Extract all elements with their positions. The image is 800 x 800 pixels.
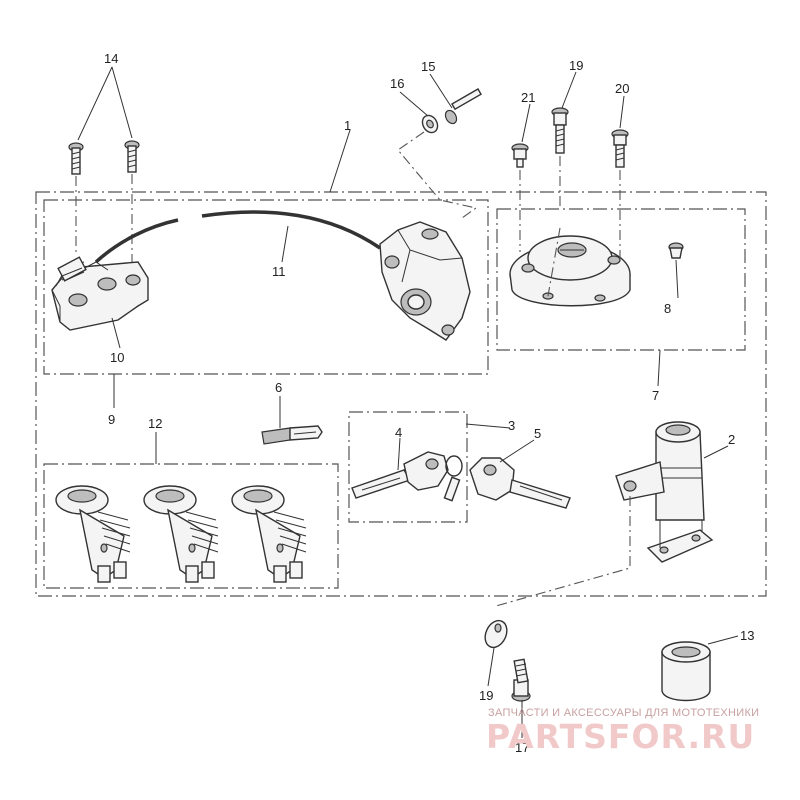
lock-barrel-12-a xyxy=(55,485,131,583)
assembly-frames xyxy=(35,191,767,597)
key-blank-6 xyxy=(261,425,323,445)
bushing-13 xyxy=(661,641,711,702)
callout-16: 16 xyxy=(390,76,404,91)
lock-barrels-frame xyxy=(43,463,339,589)
callout-2: 2 xyxy=(728,432,735,447)
bolt-17 xyxy=(511,658,531,702)
fuel-cap-subassembly-frame xyxy=(496,208,746,351)
screw-14-right xyxy=(124,140,140,173)
lock-barrel-12-b xyxy=(143,485,219,583)
callout-13: 13 xyxy=(740,628,754,643)
callout-11: 11 xyxy=(272,264,286,279)
washer-16 xyxy=(421,114,439,134)
screw-21 xyxy=(511,143,529,168)
screw-8 xyxy=(668,242,684,259)
key-5 xyxy=(469,457,571,509)
callout-7: 7 xyxy=(652,388,659,403)
callout-6: 6 xyxy=(275,380,282,395)
watermark-logo: PARTSFOR.RU xyxy=(486,717,755,756)
screw-14-left xyxy=(68,142,84,175)
callout-14: 14 xyxy=(104,51,118,66)
steering-lock-2 xyxy=(615,421,714,563)
cable-11-segment-b xyxy=(201,210,381,250)
callout-15: 15 xyxy=(421,59,435,74)
callout-10: 10 xyxy=(110,350,124,365)
callout-5: 5 xyxy=(534,426,541,441)
watermark-tagline: ЗАПЧАСТИ И АКСЕССУАРЫ ДЛЯ МОТОТЕХНИКИ xyxy=(488,707,759,719)
callout-20: 20 xyxy=(615,81,629,96)
callout-19-bottom: 19 xyxy=(479,688,493,703)
cable-11-segment-a xyxy=(94,218,179,264)
washer-19-bottom xyxy=(484,619,508,649)
watermark: ЗАПЧАСТИ И АКСЕССУАРЫ ДЛЯ МОТОТЕХНИКИ PA… xyxy=(486,707,759,756)
screw-19-top xyxy=(551,107,569,154)
callout-4: 4 xyxy=(395,425,402,440)
callout-17: 17 xyxy=(515,740,529,755)
main-assembly-frame xyxy=(35,191,767,597)
callout-3: 3 xyxy=(508,418,515,433)
screw-20 xyxy=(611,129,629,168)
fuel-lock-housing xyxy=(379,221,471,341)
callout-9: 9 xyxy=(108,412,115,427)
callout-19-top: 19 xyxy=(569,58,583,73)
fuel-cap-install-lines xyxy=(519,156,621,297)
callout-21: 21 xyxy=(521,90,535,105)
leader-lines xyxy=(77,66,739,738)
bolt-15 xyxy=(444,88,482,125)
switch-subassembly-frame xyxy=(43,199,489,375)
ignition-switch-10 xyxy=(51,256,149,331)
key-4 xyxy=(351,451,449,499)
callout-labels: 14 1 15 16 19 21 20 8 7 11 10 9 6 12 3 4… xyxy=(104,51,754,755)
fuel-cap-7 xyxy=(509,235,631,307)
callout-1: 1 xyxy=(344,118,351,133)
lock-barrel-12-c xyxy=(231,485,307,583)
steering-lock-install-line xyxy=(495,496,631,607)
bolt-15-install-line xyxy=(397,131,478,219)
key-set-frame xyxy=(348,411,468,523)
callout-8: 8 xyxy=(664,301,671,316)
screw-14-install-lines xyxy=(75,174,133,268)
callout-12: 12 xyxy=(148,416,162,431)
key-ring xyxy=(443,455,463,502)
